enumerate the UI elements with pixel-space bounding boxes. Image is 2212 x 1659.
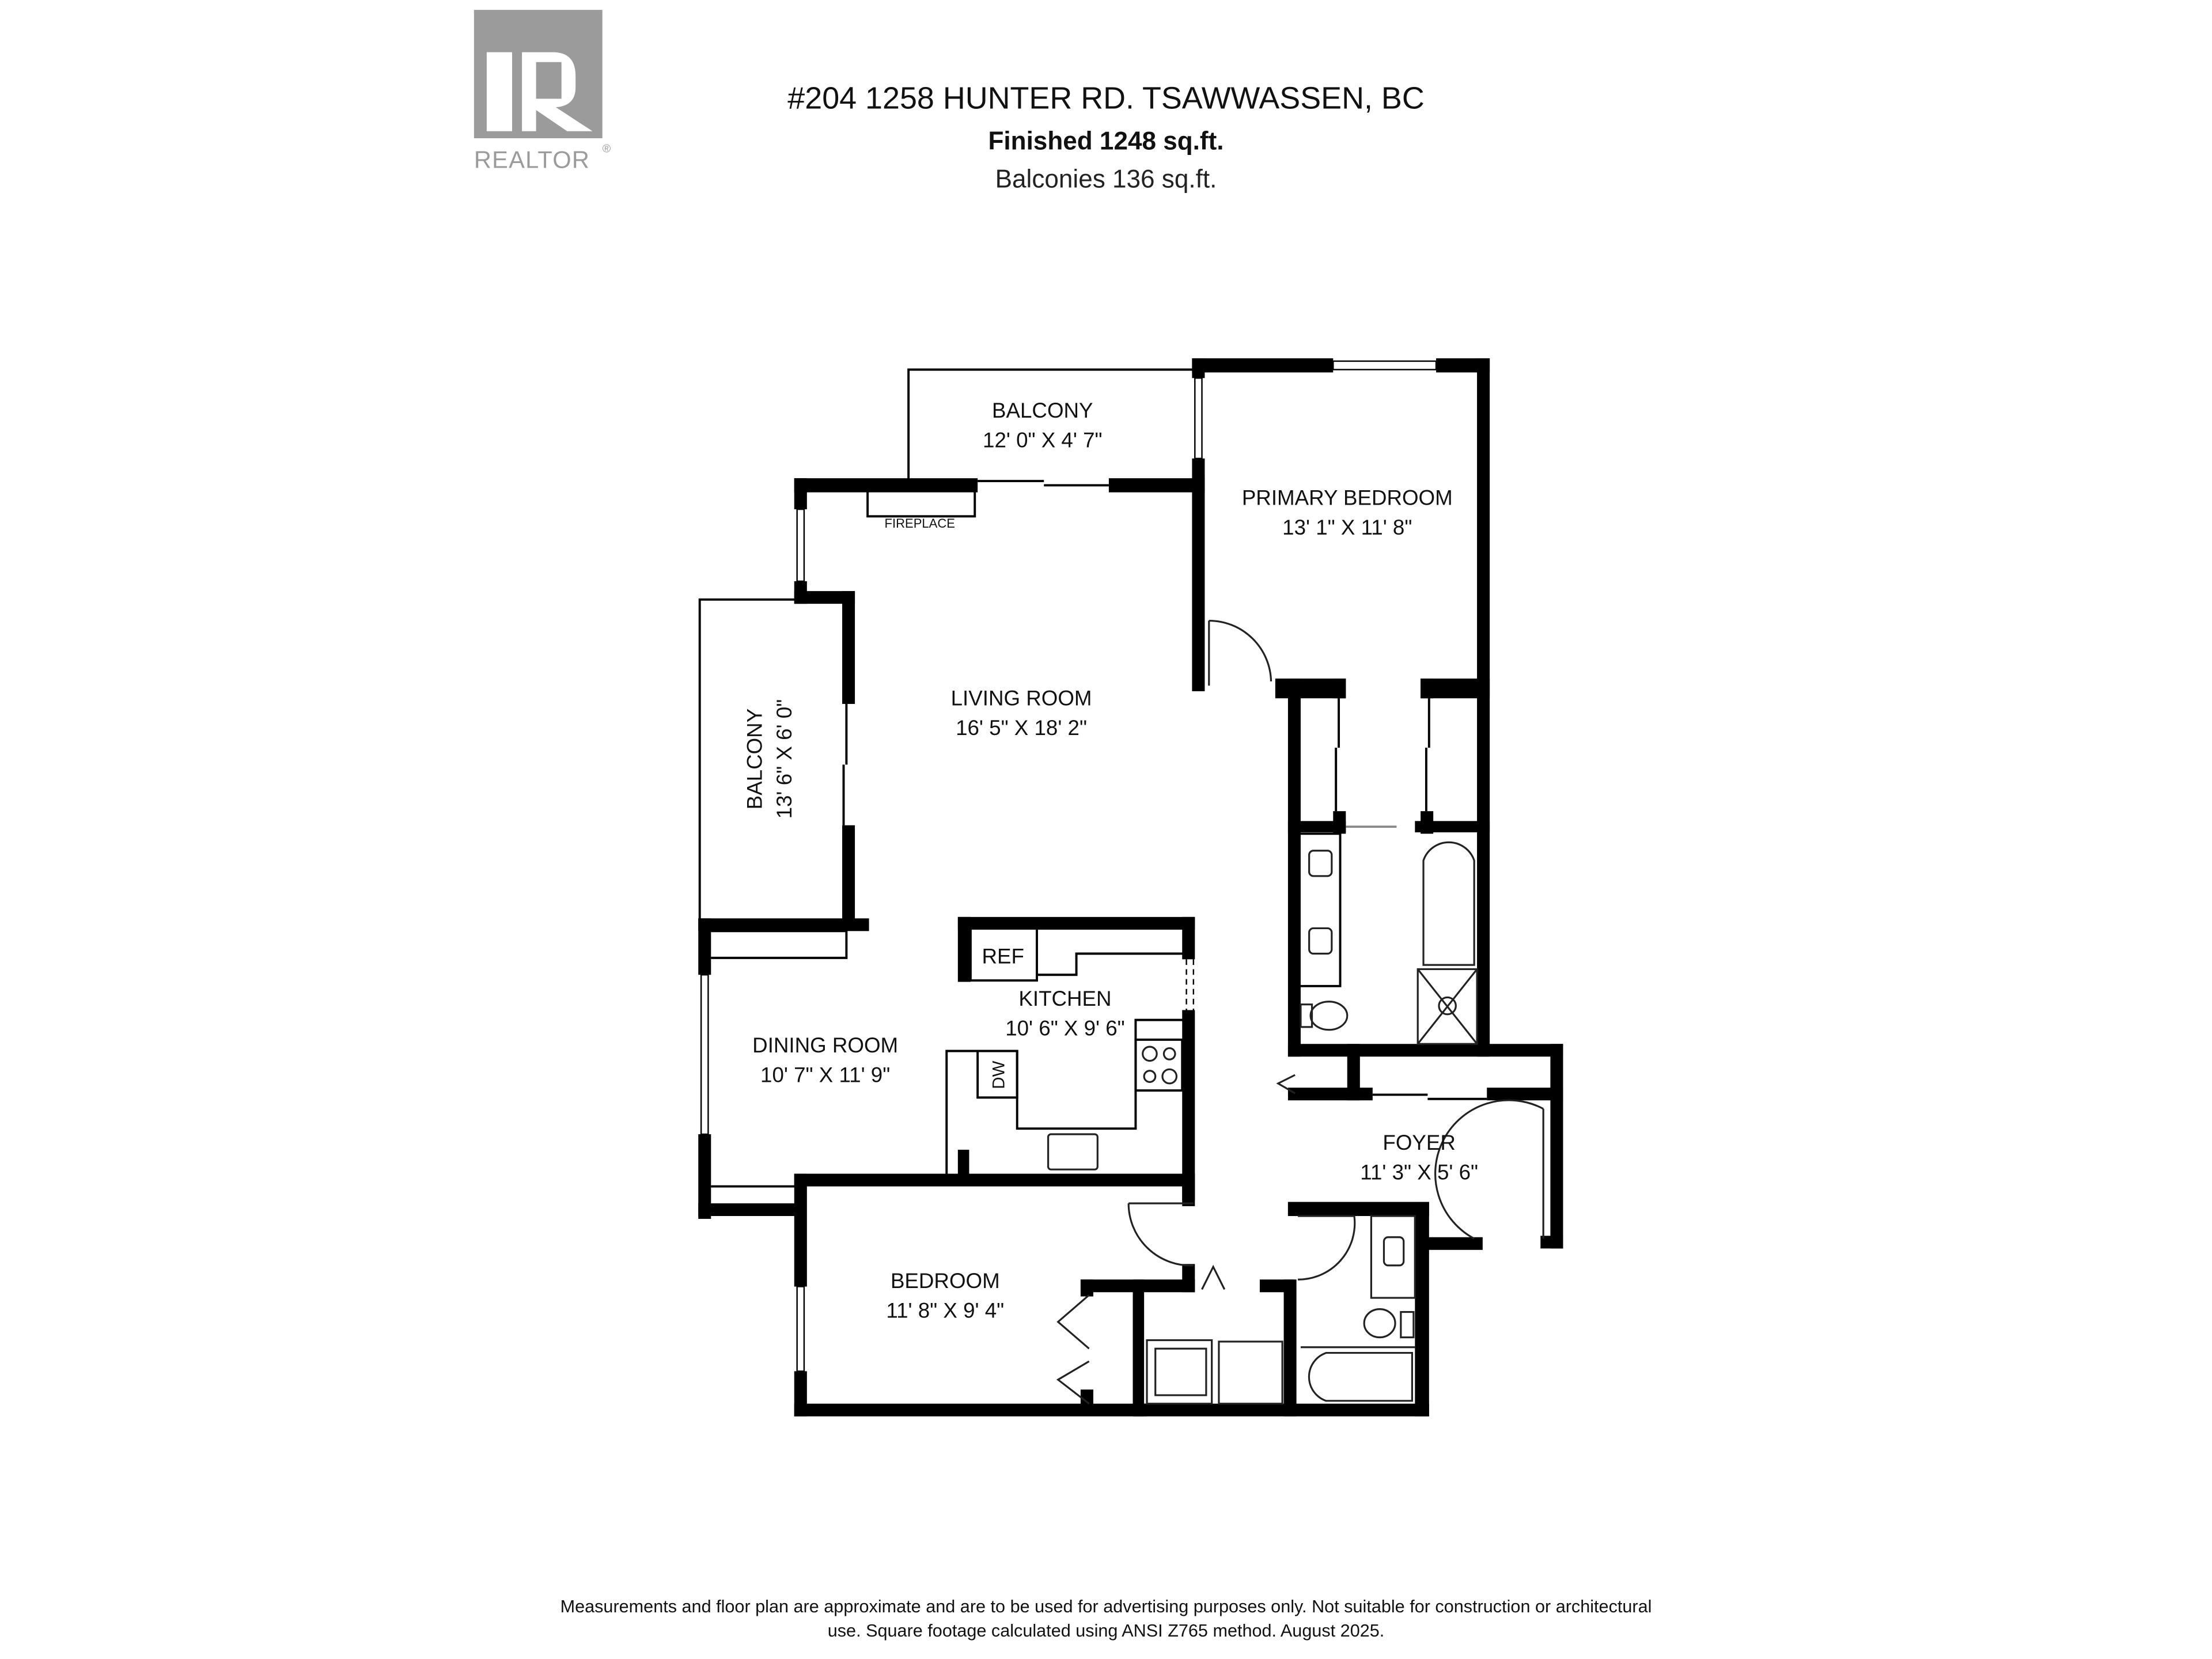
disclaimer-line-1: Measurements and floor plan are approxim… [560,1597,1652,1616]
bathtub-icon [1422,841,1475,966]
door-swing-icon [1298,1215,1356,1281]
fireplace-icon [866,490,976,518]
balconies-area: Balconies 136 sq.ft. [995,165,1217,194]
sink-icon [1308,850,1333,877]
kitchen-sink-icon [1047,1133,1099,1171]
door-swing-icon [1434,1099,1544,1240]
bedroom-dims: 11' 8" X 9' 4" [886,1298,1004,1322]
bathtub-icon [1308,1351,1414,1402]
finished-area: Finished 1248 sq.ft. [988,127,1224,156]
toilet-icon [1309,1001,1349,1031]
registered-mark: ® [603,142,611,155]
dryer-icon [1218,1340,1283,1405]
door-swing-icon [1127,1203,1194,1267]
living-room-dims: 16' 5" X 18' 2" [956,716,1087,740]
primary-bedroom-name: PRIMARY BEDROOM [1242,486,1453,510]
dining-room-dims: 10' 7" X 11' 9" [760,1063,890,1086]
kitchen-name: KITCHEN [1018,987,1111,1010]
disclaimer-line-2: use. Square footage calculated using ANS… [828,1621,1385,1641]
foyer-name: FOYER [1382,1131,1456,1154]
sink-icon [1308,927,1333,955]
living-room-name: LIVING ROOM [951,686,1092,710]
dining-room-name: DINING ROOM [752,1033,898,1057]
foyer-dims: 11' 3" X 5' 6" [1360,1160,1478,1184]
walls [698,358,1563,1416]
primary-bedroom-dims: 13' 1" X 11' 8" [1282,516,1412,539]
vanity-icon [1370,1215,1416,1299]
balcony-side-dims: 13' 6" X 6' 0" [772,699,796,819]
dishwasher-icon [976,1050,1018,1099]
washer-icon [1146,1339,1213,1405]
realtor-logo: REALTOR ® [474,10,611,173]
balcony-top-name: BALCONY [992,399,1093,422]
kitchen-dims: 10' 6" X 9' 6" [1005,1017,1125,1040]
balcony-top-dims: 12' 0" X 4' 7" [983,428,1103,452]
sink-icon [1382,1236,1405,1267]
bedroom-name: BEDROOM [891,1269,1000,1293]
toilet-icon [1363,1308,1396,1339]
property-address: #204 1258 HUNTER RD. TSAWWASSEN, BC [787,81,1424,116]
ref-label: REF [982,945,1024,968]
shower-icon [1416,968,1478,1045]
dw-label: DW [990,1060,1009,1089]
door-swing-icon [1209,619,1272,681]
balcony-side-name: BALCONY [743,709,766,810]
stove-icon [1134,1038,1184,1092]
room-labels: BALCONY 12' 0" X 4' 7" PRIMARY BEDROOM 1… [743,399,1478,1322]
fireplace-label: FIREPLACE [885,516,955,531]
realtor-logo-text: REALTOR [474,146,590,173]
thin-lines [698,360,1544,1405]
